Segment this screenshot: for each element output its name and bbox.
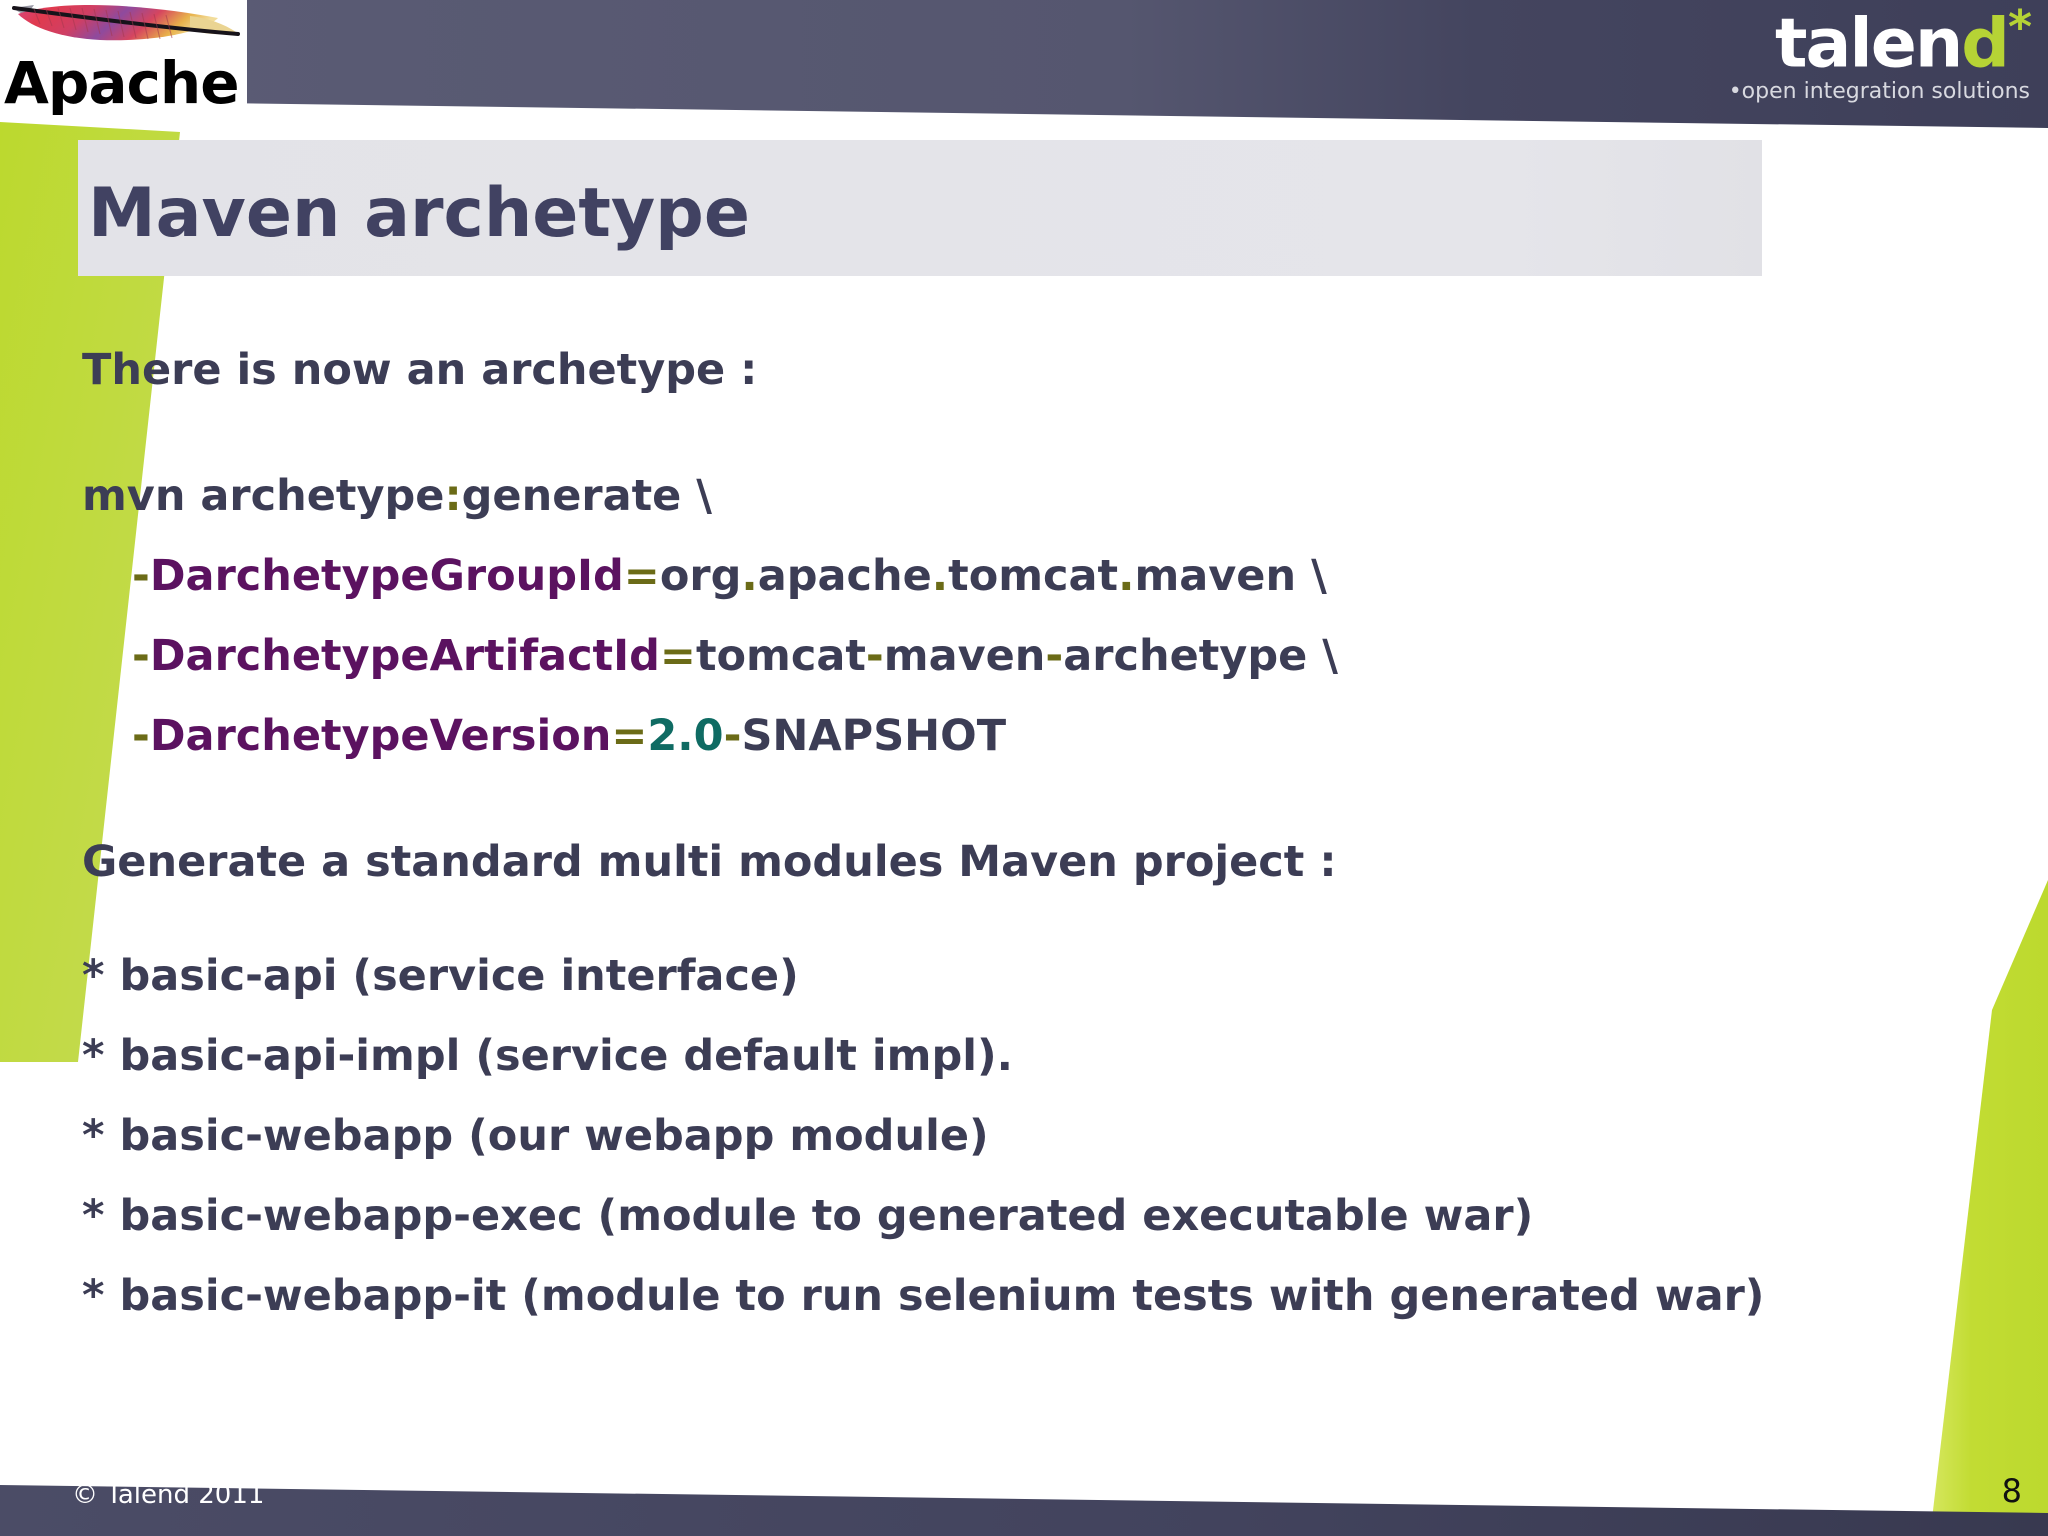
talend-word-white: talen bbox=[1775, 4, 1963, 84]
talend-wordmark: talend* bbox=[1729, 4, 2032, 79]
apache-logo: Apache bbox=[0, 0, 247, 120]
talend-tagline: •open integration solutions bbox=[1728, 78, 2030, 104]
slide-body: There is now an archetype : mvn archetyp… bbox=[82, 330, 1982, 1336]
header-band bbox=[0, 0, 2048, 128]
arg-continuation: \ bbox=[1311, 551, 1327, 601]
command-arg-2: -DarchetypeVersion=2.0-SNAPSHOT bbox=[82, 696, 1982, 776]
copyright-notice: © Talend 2011 bbox=[72, 1480, 265, 1510]
title-band bbox=[78, 140, 1762, 276]
arg-dash: - bbox=[132, 711, 150, 761]
spacer bbox=[82, 902, 1982, 936]
arg-value-part: . bbox=[931, 551, 949, 601]
command-colon: : bbox=[444, 471, 462, 521]
arg-flag: DarchetypeArtifactId bbox=[149, 631, 660, 681]
arg-value-part: 2.0 bbox=[647, 711, 724, 761]
command-arg-1: -DarchetypeArtifactId=tomcat-maven-arche… bbox=[82, 616, 1982, 696]
generate-heading: Generate a standard multi modules Maven … bbox=[82, 837, 1337, 887]
arg-value-part: apache bbox=[757, 551, 932, 601]
module-list-item: * basic-webapp (our webapp module) bbox=[82, 1111, 989, 1161]
right-lime-wedge bbox=[1930, 880, 2048, 1536]
command-line: mvn archetype:generate \ bbox=[82, 456, 1982, 536]
talend-logo: talend* •open integration solutions bbox=[1728, 4, 2032, 104]
arg-value-part: org bbox=[659, 551, 742, 601]
arg-flag: DarchetypeVersion bbox=[149, 711, 612, 761]
talend-word-lime: d bbox=[1961, 4, 2010, 84]
arg-value-part: archetype bbox=[1063, 631, 1308, 681]
arg-value-part: tomcat bbox=[948, 551, 1119, 601]
arg-gap bbox=[1296, 551, 1311, 601]
arg-equals: = bbox=[659, 631, 696, 681]
arg-equals: = bbox=[623, 551, 660, 601]
left-lime-wedge bbox=[0, 122, 180, 1062]
command-arg-0: -DarchetypeGroupId=org.apache.tomcat.mav… bbox=[82, 536, 1982, 616]
arg-value-part: . bbox=[1118, 551, 1135, 601]
spacer bbox=[82, 410, 1982, 456]
arg-value-part: - bbox=[723, 711, 742, 761]
module-list-item: * basic-api (service interface) bbox=[82, 951, 799, 1001]
command-base: mvn archetype bbox=[82, 471, 445, 521]
module-list-item: * basic-webapp-it (module to run seleniu… bbox=[82, 1271, 1765, 1321]
arg-equals: = bbox=[611, 711, 648, 761]
talend-asterisk-icon: * bbox=[2007, 0, 2032, 54]
arg-value-part: SNAPSHOT bbox=[741, 711, 1007, 761]
intro-line: There is now an archetype : bbox=[82, 345, 758, 395]
footer-band bbox=[0, 1485, 2048, 1536]
arg-value-part: maven bbox=[1134, 551, 1297, 601]
arg-value-part: - bbox=[1045, 631, 1064, 681]
module-list-item: * basic-webapp-exec (module to generated… bbox=[82, 1191, 1534, 1241]
arg-value-part: tomcat bbox=[695, 631, 866, 681]
page-number: 8 bbox=[2001, 1472, 2022, 1510]
page-title: Maven archetype bbox=[88, 174, 750, 253]
spacer bbox=[82, 776, 1982, 822]
arg-continuation: \ bbox=[1322, 631, 1338, 681]
arg-gap bbox=[1307, 631, 1322, 681]
command-continuation bbox=[681, 471, 696, 521]
module-list-item: * basic-api-impl (service default impl). bbox=[82, 1031, 1013, 1081]
apache-wordmark: Apache bbox=[4, 49, 240, 117]
arg-dash: - bbox=[132, 631, 150, 681]
arg-flag: DarchetypeGroupId bbox=[149, 551, 624, 601]
arg-value-part: - bbox=[865, 631, 884, 681]
apache-feather-icon bbox=[12, 5, 240, 41]
arg-dash: - bbox=[132, 551, 150, 601]
command-backslash: \ bbox=[696, 471, 713, 521]
arg-value-part: . bbox=[741, 551, 758, 601]
command-goal: generate bbox=[461, 471, 682, 521]
arg-value-part: maven bbox=[883, 631, 1046, 681]
